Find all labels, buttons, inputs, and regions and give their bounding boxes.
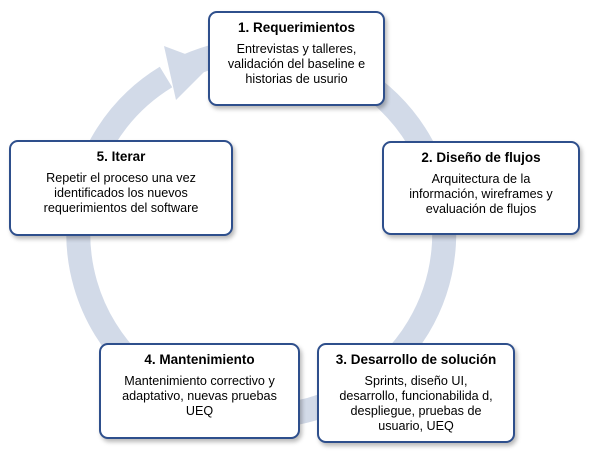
step-box-requerimientos: 1. Requerimientos Entrevistas y talleres…	[208, 11, 385, 106]
step-title: 3. Desarrollo de solución	[335, 352, 497, 367]
step-desc-line: usuario, UEQ	[378, 419, 454, 433]
step-box-mantenimiento: 4. Mantenimiento Mantenimiento correctiv…	[99, 343, 300, 439]
step-title: 5. Iterar	[96, 149, 146, 164]
step-desc-line: Arquitectura de la	[431, 172, 531, 186]
step-title: 4. Mantenimiento	[144, 352, 255, 367]
step-desc-line: Mantenimiento correctivo y	[124, 374, 275, 388]
cycle-arrowhead	[164, 46, 212, 100]
step-desc-line: desarrollo, funcionabilida d,	[339, 389, 493, 403]
step-desc-line: información, wireframes y	[409, 187, 553, 201]
step-desc-line: adaptativo, nuevas pruebas	[122, 389, 277, 403]
step-box-diseno-de-flujos: 2. Diseño de flujos Arquitectura de la i…	[382, 141, 580, 235]
step-desc-line: Sprints, diseño UI,	[364, 374, 468, 388]
step-box-desarrollo-de-solucion: 3. Desarrollo de solución Sprints, diseñ…	[317, 343, 515, 443]
step-desc-line: requerimientos del software	[43, 201, 199, 215]
step-desc-line: historias de usurio	[245, 72, 348, 86]
step-box-iterar: 5. Iterar Repetir el proceso una vez ide…	[9, 140, 233, 236]
step-desc-line: identificados los nuevos	[54, 186, 188, 200]
step-desc-line: Repetir el proceso una vez	[46, 171, 196, 185]
step-desc-line: despliegue, pruebas de	[350, 404, 482, 418]
step-desc-line: UEQ	[185, 404, 214, 418]
step-desc-line: Entrevistas y talleres,	[236, 42, 357, 56]
step-desc-line: validación del baseline e	[227, 57, 366, 71]
step-desc-line: evaluación de flujos	[425, 202, 537, 216]
step-title: 2. Diseño de flujos	[421, 150, 541, 165]
step-title: 1. Requerimientos	[237, 20, 356, 35]
